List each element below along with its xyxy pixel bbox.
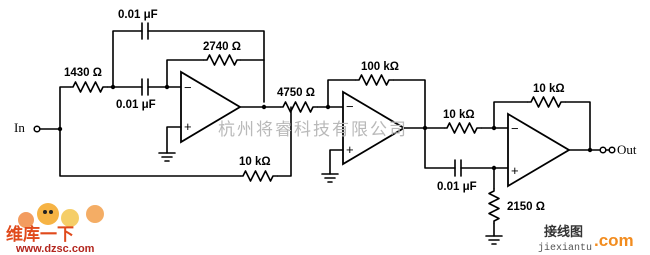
opamp-1-minus-pin: − — [184, 80, 192, 95]
ground-symbol-3 — [485, 235, 503, 245]
r-ground-label: 2150 Ω — [507, 201, 545, 213]
logo-left-url: www.dzsc.com — [15, 243, 95, 255]
r-feedback2-resistor — [355, 74, 394, 86]
logo-left-text: 维库一下 — [6, 224, 74, 245]
r-feedback1-label: 2740 Ω — [203, 41, 241, 53]
r-input-label: 1430 Ω — [64, 67, 102, 79]
opamp-3-plus-pin: + — [511, 163, 519, 178]
output-terminal[interactable] — [599, 146, 607, 154]
logo-right-url: jiexiantu — [538, 242, 592, 254]
logo-left: 维库一下 www.dzsc.com — [6, 203, 104, 255]
r-feedback1-resistor — [203, 54, 241, 66]
r-sum-label: 10 kΩ — [239, 156, 271, 168]
r-couple3-resistor — [444, 122, 482, 134]
c-bottom-label: 0.01 μF — [437, 181, 477, 193]
opamp-2-minus-pin: − — [346, 99, 354, 114]
opamp-1-plus-pin: + — [184, 119, 192, 134]
watermark-text: 杭州将睿科技有限公司 — [218, 120, 408, 140]
opamp-3 — [507, 112, 571, 188]
logo-right-text: 接线图 — [544, 224, 583, 240]
r-couple1-resistor — [280, 101, 318, 113]
output-label: Out — [617, 142, 637, 157]
logo-right: 接线图 jiexiantu .com — [538, 224, 634, 254]
r-input-resistor — [70, 81, 108, 93]
c-top-label: 0.01 μF — [118, 9, 158, 21]
input-terminal[interactable] — [33, 125, 41, 133]
r-couple1-label: 4750 Ω — [277, 87, 315, 99]
c-mid-label: 0.01 μF — [116, 99, 156, 111]
opamp-2 — [342, 90, 406, 166]
r-feedback3-resistor — [527, 96, 566, 108]
r-feedback2-label: 100 kΩ — [361, 61, 399, 73]
opamp-3-minus-pin: − — [511, 121, 519, 136]
opamp-1 — [180, 70, 242, 144]
r-feedback3-label: 10 kΩ — [533, 83, 565, 95]
ground-symbol-2 — [321, 173, 339, 183]
logo-left-mascot-icon — [18, 203, 104, 228]
r-ground-resistor — [488, 188, 500, 224]
input-label: In — [14, 120, 25, 135]
r-couple3-label: 10 kΩ — [443, 109, 475, 121]
r-sum-resistor — [240, 170, 278, 182]
ground-symbol-1 — [158, 152, 176, 162]
opamp-2-plus-pin: + — [346, 142, 354, 157]
logo-right-suffix: .com — [594, 231, 634, 250]
